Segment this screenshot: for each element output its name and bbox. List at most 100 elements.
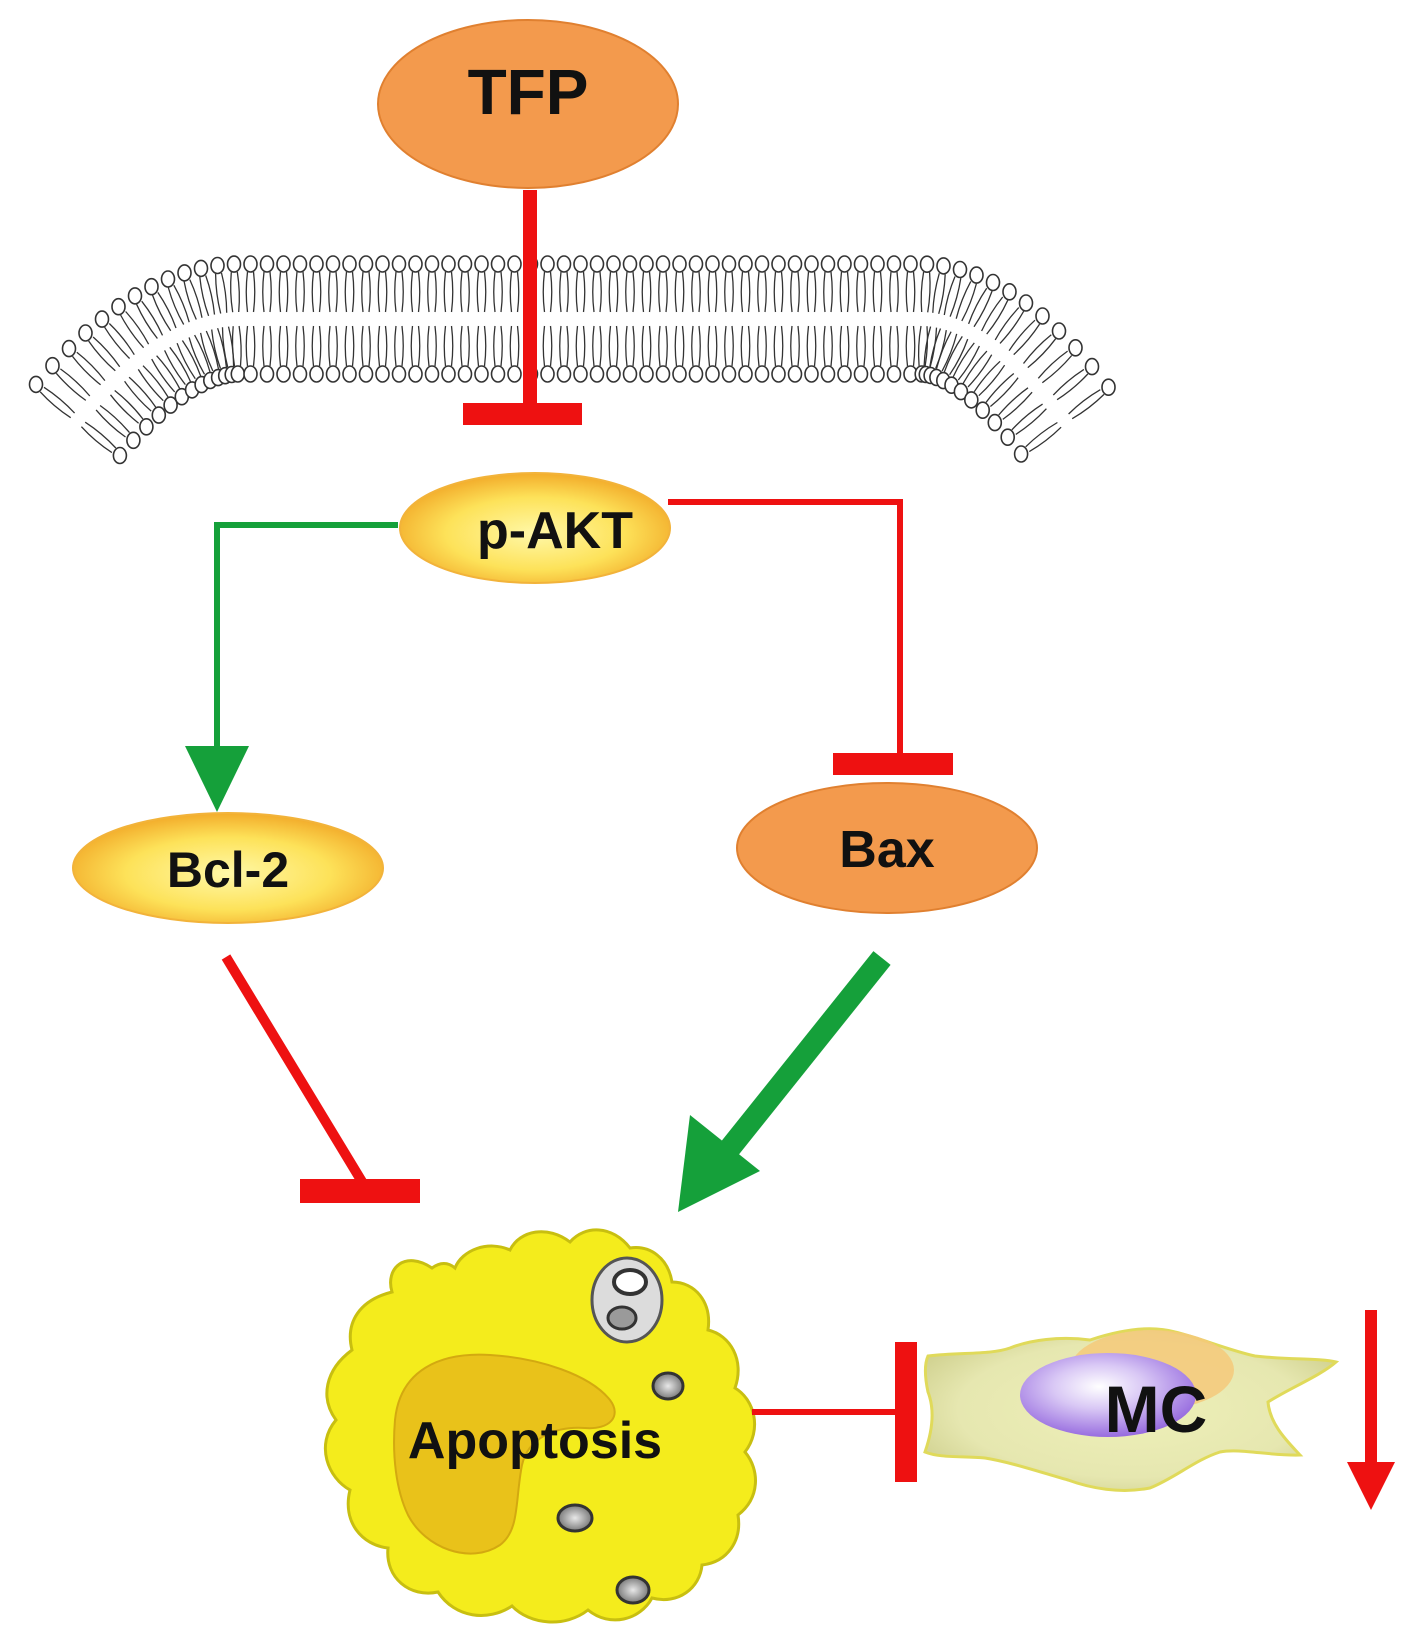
lipid-tail xyxy=(214,273,222,314)
lipid-head xyxy=(540,255,555,273)
lipid-tail xyxy=(846,271,850,313)
lipid-tail xyxy=(625,325,628,367)
lipid-tail xyxy=(823,271,826,313)
pakt-inhibits-bax-edge xyxy=(668,499,953,775)
lipid-tail xyxy=(632,325,635,367)
lipid-head xyxy=(655,365,671,383)
lipid-head xyxy=(151,406,167,424)
lipid-tail xyxy=(889,271,892,313)
lipid-tail xyxy=(806,325,810,367)
lipid-tail xyxy=(863,325,866,367)
lipid-tail xyxy=(230,272,234,313)
lipid-tail xyxy=(927,272,931,313)
lipid-tail xyxy=(1052,368,1085,396)
lipid-tail xyxy=(920,271,925,313)
lipid-tail xyxy=(648,271,652,313)
lipid-tail xyxy=(973,360,1001,393)
lipid-tail xyxy=(311,325,315,367)
apoptotic-cell: Apoptosis xyxy=(324,1228,757,1624)
lipid-tail xyxy=(427,325,430,367)
lipid-tail xyxy=(973,290,993,328)
lipid-tail xyxy=(707,325,711,367)
lipid-tail xyxy=(813,325,817,367)
lipid-tail xyxy=(740,325,744,367)
lipid-tail xyxy=(967,287,988,325)
lipid-tail xyxy=(905,325,909,367)
lipid-tail xyxy=(238,325,242,366)
lipid-tail xyxy=(747,271,751,313)
lipid-head xyxy=(1068,338,1083,357)
lipid-tail xyxy=(641,325,645,367)
lipid-tail xyxy=(236,271,240,313)
lipid-tail xyxy=(169,346,192,382)
lipid-tail xyxy=(681,325,685,367)
lipid-head xyxy=(127,287,143,305)
lipid-head xyxy=(177,264,192,282)
lipid-tail xyxy=(641,271,645,313)
lipid-head xyxy=(230,365,246,383)
lipid-tail xyxy=(252,271,256,313)
lipid-tail xyxy=(967,354,993,388)
lipid-tail xyxy=(156,355,181,389)
lipid-tail xyxy=(929,328,942,368)
lipid-tail xyxy=(92,336,121,368)
lipid-head xyxy=(655,255,671,273)
lipid-head xyxy=(358,255,374,273)
lipid-tail xyxy=(757,325,760,367)
lipid-tail xyxy=(1056,373,1089,401)
lipid-head xyxy=(408,255,423,273)
lipid-head xyxy=(606,255,621,273)
lipid-head xyxy=(276,365,291,383)
lipid-head xyxy=(963,391,979,409)
tfp-inhibits-pakt-edge xyxy=(463,190,582,425)
lipid-tail xyxy=(60,368,91,397)
lipid-tail xyxy=(658,325,661,367)
lipid-tail xyxy=(450,325,454,367)
lipid-tail xyxy=(434,271,437,313)
apoptosis-label: Apoptosis xyxy=(408,1412,662,1470)
lipid-tail xyxy=(813,271,817,313)
lipid-tail xyxy=(278,271,282,313)
lipid-tail xyxy=(137,369,164,402)
lipid-head xyxy=(309,365,324,383)
lipid-tail xyxy=(173,284,190,323)
lipid-tail xyxy=(731,271,734,313)
lipid-head xyxy=(441,255,456,273)
lipid-head xyxy=(820,365,836,383)
lipid-tail xyxy=(674,325,678,367)
lipid-tail xyxy=(999,310,1025,344)
lipid-tail xyxy=(823,325,826,367)
lipid-tail xyxy=(698,325,701,367)
lipid-tail xyxy=(839,271,843,313)
lipid-head xyxy=(886,255,902,273)
lipid-tail xyxy=(269,271,272,313)
lipid-tail xyxy=(476,325,480,367)
lipid-tail xyxy=(410,325,414,367)
lipid-tail xyxy=(181,340,202,377)
lipid-head xyxy=(342,255,357,273)
lipid-tail xyxy=(1068,389,1101,415)
lipid-head xyxy=(771,365,786,383)
lipid-tail xyxy=(194,334,211,373)
lipid-head xyxy=(259,365,275,383)
pakt-node[interactable]: p-AKT xyxy=(399,472,671,584)
lipid-tail xyxy=(856,271,859,313)
lipid-head xyxy=(738,365,753,383)
lipid-tail xyxy=(943,276,956,316)
lipid-head xyxy=(639,255,654,273)
lipid-tail xyxy=(285,325,289,367)
lipid-tail xyxy=(559,325,562,367)
bax-node[interactable]: Bax xyxy=(736,782,1038,914)
tfp-node[interactable]: TFP xyxy=(377,19,679,189)
lipid-head xyxy=(139,417,154,436)
lipid-tail xyxy=(245,271,249,313)
bax-label: Bax xyxy=(839,821,934,879)
bcl2-node[interactable]: Bcl-2 xyxy=(72,812,384,924)
lipid-head xyxy=(424,255,440,273)
lipid-tail xyxy=(615,325,619,367)
lipid-tail xyxy=(252,325,256,367)
lipid-tail xyxy=(205,275,216,315)
lipid-tail xyxy=(780,271,784,313)
lipid-tail xyxy=(142,365,169,398)
mc-cell[interactable]: MC xyxy=(923,1327,1340,1492)
